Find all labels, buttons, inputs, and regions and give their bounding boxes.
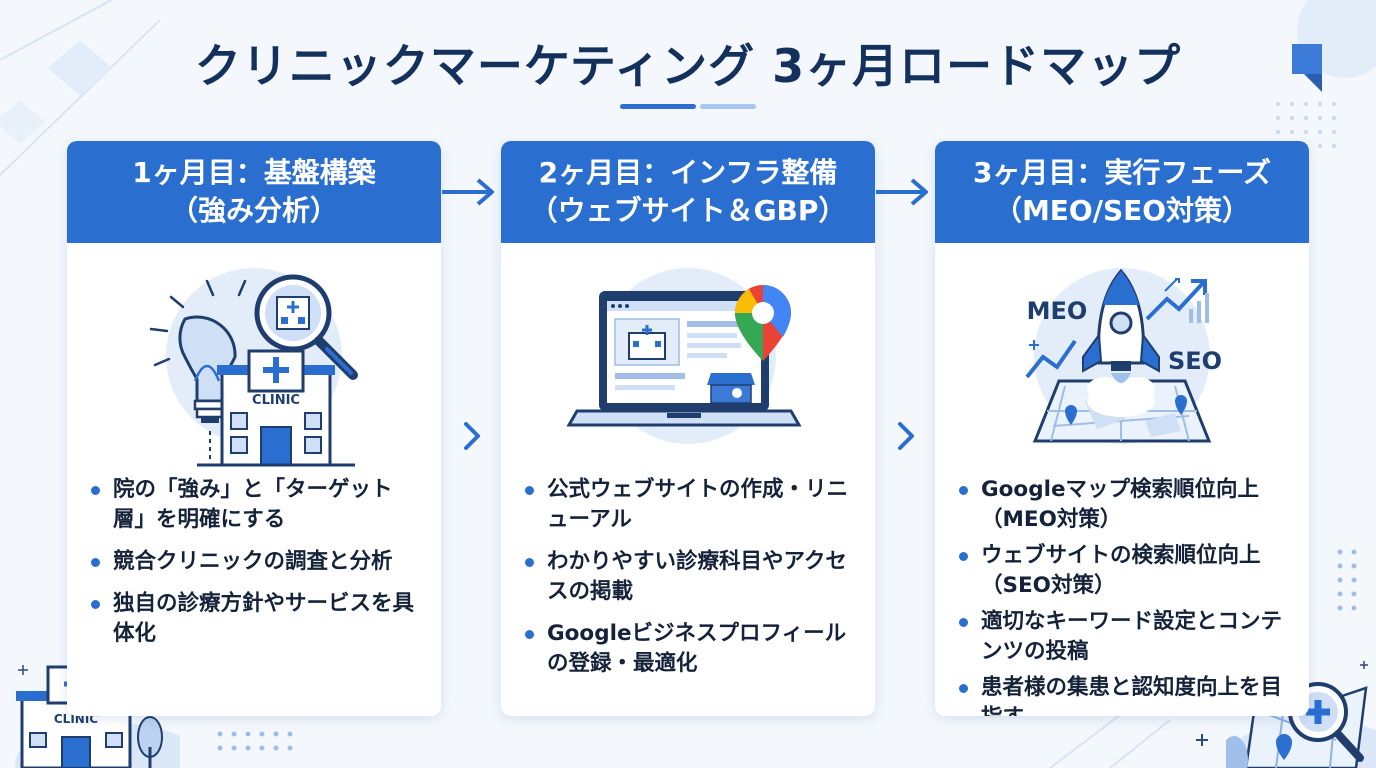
laptop-map-pin-icon bbox=[501, 261, 875, 481]
chevron-right-icon bbox=[898, 422, 914, 450]
list-item: 競合クリニックの調査と分析 bbox=[91, 547, 423, 577]
list-item: ウェブサイトの検索順位向上（SEO対策） bbox=[959, 541, 1291, 601]
list-item: Googleマップ検索順位向上（MEO対策） bbox=[959, 475, 1291, 535]
card-header-line1: 1ヶ月目：基盤構築 bbox=[132, 156, 376, 189]
page-title: クリニックマーケティング 3ヶ月ロードマップ bbox=[194, 39, 1182, 93]
card-header: 3ヶ月目：実行フェーズ （MEO/SEO対策） bbox=[935, 141, 1309, 243]
list-item: わかりやすい診療科目やアクセスの掲載 bbox=[525, 547, 857, 607]
seo-label: SEO bbox=[1168, 347, 1222, 375]
list-item: Googleビジネスプロフィールの登録・最適化 bbox=[525, 619, 857, 679]
card-header-line2: （強み分析） bbox=[169, 194, 338, 227]
list-item: 独自の診療方針やサービスを具体化 bbox=[91, 589, 423, 649]
chevron-right-icon bbox=[464, 422, 480, 450]
card-header-line2: （ウェブサイト＆GBP） bbox=[529, 194, 847, 227]
bullet-list: 公式ウェブサイトの作成・リニューアル わかりやすい診療科目やアクセスの掲載 Go… bbox=[525, 475, 857, 691]
list-item: 患者様の集患と認知度向上を目指す bbox=[959, 673, 1291, 716]
card-header-line1: 2ヶ月目：インフラ整備 bbox=[538, 156, 838, 189]
card-header-line1: 3ヶ月目：実行フェーズ bbox=[972, 156, 1272, 189]
title-underline bbox=[620, 104, 756, 109]
lightbulb-clinic-magnifier-icon: CLINIC bbox=[67, 261, 441, 481]
arrow-right-icon bbox=[876, 178, 928, 206]
rocket-map-growth-icon: MEO SEO bbox=[935, 261, 1309, 481]
clinic-label: CLINIC bbox=[252, 393, 300, 408]
list-item: 適切なキーワード設定とコンテンツの投稿 bbox=[959, 607, 1291, 667]
arrow-right-icon bbox=[442, 178, 494, 206]
roadmap-card-month-2: 2ヶ月目：インフラ整備 （ウェブサイト＆GBP） bbox=[501, 141, 875, 716]
bullet-list: 院の「強み」と「ターゲット層」を明確にする 競合クリニックの調査と分析 独自の診… bbox=[91, 475, 423, 661]
list-item: 公式ウェブサイトの作成・リニューアル bbox=[525, 475, 857, 535]
meo-label: MEO bbox=[1027, 297, 1088, 325]
list-item: 院の「強み」と「ターゲット層」を明確にする bbox=[91, 475, 423, 535]
card-header: 2ヶ月目：インフラ整備 （ウェブサイト＆GBP） bbox=[501, 141, 875, 243]
card-header-line2: （MEO/SEO対策） bbox=[993, 194, 1251, 227]
card-header: 1ヶ月目：基盤構築 （強み分析） bbox=[67, 141, 441, 243]
roadmap-card-month-1: 1ヶ月目：基盤構築 （強み分析） CLINIC bbox=[67, 141, 441, 716]
bullet-list: Googleマップ検索順位向上（MEO対策） ウェブサイトの検索順位向上（SEO… bbox=[959, 475, 1291, 716]
roadmap-card-month-3: 3ヶ月目：実行フェーズ （MEO/SEO対策） bbox=[935, 141, 1309, 716]
